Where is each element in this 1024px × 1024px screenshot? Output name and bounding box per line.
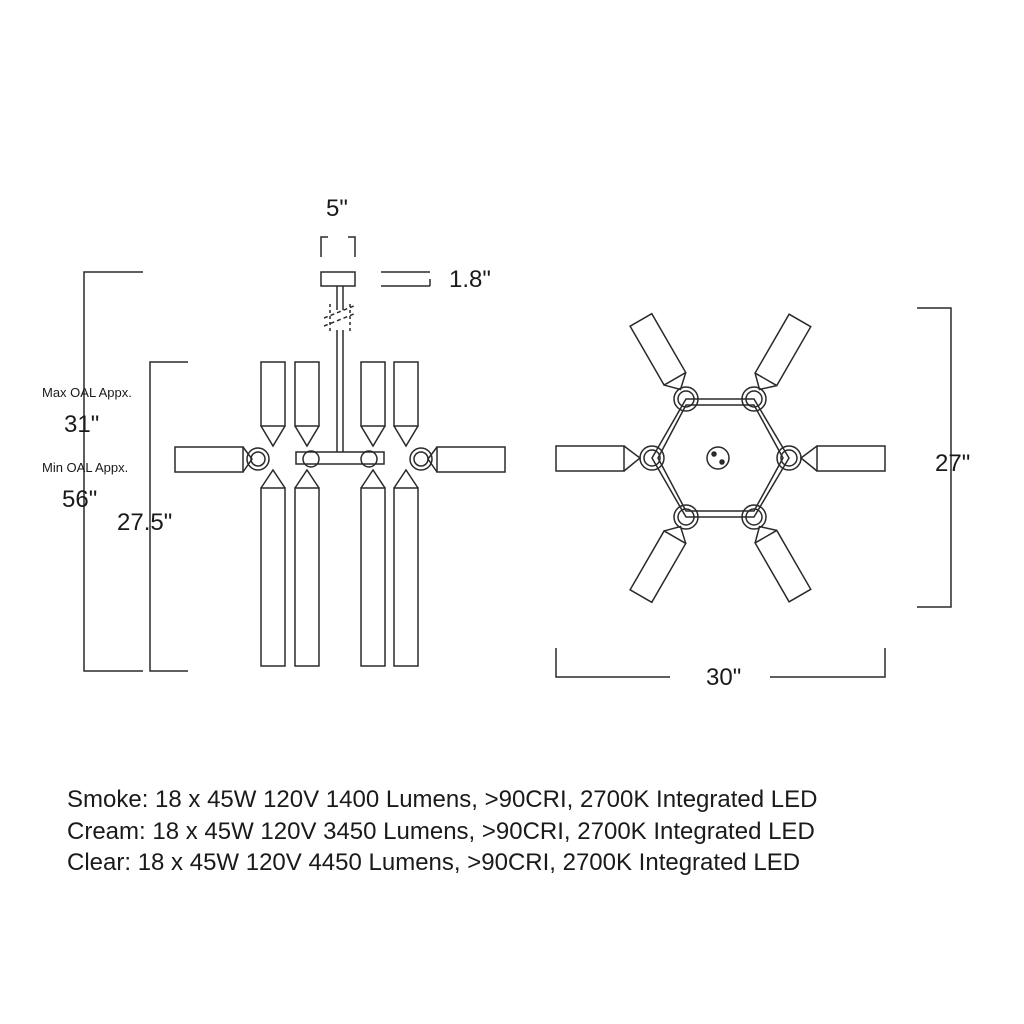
arm-upper-right [754,313,812,391]
hub-bar [295,451,385,465]
front-elevation-view [83,236,506,672]
canopy-height-dimension [381,271,431,287]
spec-clear: Clear: 18 x 45W 120V 4450 Lumens, >90CRI… [67,849,801,876]
top-plan-view [555,307,952,678]
oal-dimension-line [83,271,143,672]
arm-lower-right [754,525,812,603]
arm-upper-left [629,312,687,391]
canopy-width-dimension [320,236,356,257]
upper-tubes [260,361,419,448]
side-tubes [174,446,506,473]
arm-lower-left [629,525,687,604]
depth-dimension-line [917,307,952,608]
max-oal-value: 31" [64,411,100,438]
top-view-width-label: 30" [706,664,742,691]
fixture-height-label: 27.5" [117,509,173,536]
center-canopy [706,446,730,470]
fixture-height-dimension-line [149,361,188,672]
canopy-width-label: 5" [326,195,348,222]
frame-nodes [639,386,802,530]
max-oal-caption: Max OAL Appx. [42,385,132,400]
stem [323,286,355,452]
top-view-depth-label: 27" [935,450,971,477]
spec-smoke: Smoke: 18 x 45W 120V 1400 Lumens, >90CRI… [67,786,818,813]
lower-tubes [260,468,419,667]
min-oal-value: 56" [62,486,98,513]
spec-cream: Cream: 18 x 45W 120V 3450 Lumens, >90CRI… [67,817,815,845]
canopy [320,271,356,287]
canopy-height-label: 1.8" [449,266,491,293]
arm-left [555,445,642,472]
lamp-specifications: Smoke: 18 x 45W 120V 1400 Lumens, >90CRI… [67,784,817,879]
hexagon-frame [651,398,790,518]
width-dimension-line [555,648,886,678]
min-oal-caption: Min OAL Appx. [42,460,129,475]
arm-right [799,445,886,472]
